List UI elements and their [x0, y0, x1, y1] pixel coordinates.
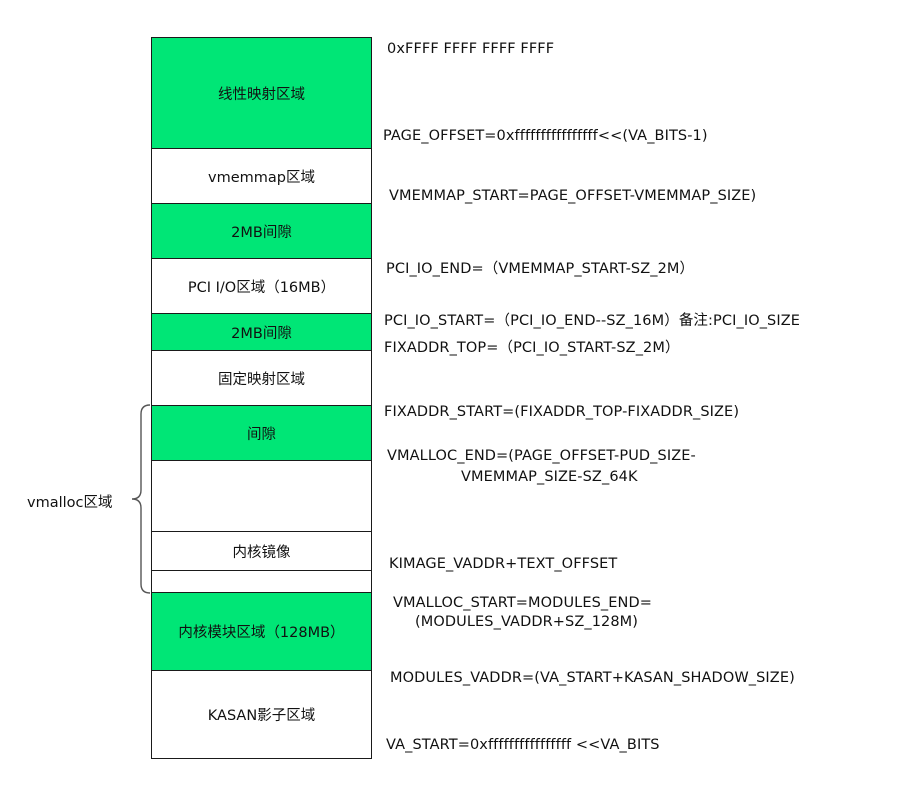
- memory-layout-stack: 线性映射区域 vmemmap区域 2MB间隙 PCI I/O区域（16MB） 2…: [151, 37, 372, 759]
- region-label: 2MB间隙: [231, 224, 292, 241]
- region-fixed-map: 固定映射区域: [152, 351, 371, 406]
- region-label: 2MB间隙: [231, 325, 292, 342]
- annotation-pci-io-start: PCI_IO_START=（PCI_IO_END--SZ_16M）备注:PCI_…: [384, 313, 801, 329]
- vmalloc-region-label: vmalloc区域: [27, 495, 113, 511]
- vmalloc-brace: [131, 404, 151, 594]
- annotation-vmalloc-end-cont: VMEMMAP_SIZE-SZ_64K: [461, 469, 638, 485]
- annotation-vmemmap-start: VMEMMAP_START=PAGE_OFFSET-VMEMMAP_SIZE): [389, 188, 757, 204]
- region-label: vmemmap区域: [208, 169, 315, 186]
- annotation-top-address: 0xFFFF FFFF FFFF FFFF: [387, 41, 555, 57]
- region-linear-map: 线性映射区域: [152, 38, 371, 149]
- region-label: KASAN影子区域: [207, 708, 316, 724]
- region-label: PCI I/O区域（16MB）: [187, 279, 336, 296]
- annotation-va-start: VA_START=0xffffffffffffffff <<VA_BITS: [386, 737, 660, 753]
- annotation-kimage-vaddr: KIMAGE_VADDR+TEXT_OFFSET: [389, 556, 618, 572]
- annotation-fixaddr-start: FIXADDR_START=(FIXADDR_TOP-FIXADDR_SIZE): [384, 404, 740, 420]
- annotation-vmalloc-start-cont: (MODULES_VADDR+SZ_128M): [415, 614, 639, 630]
- region-vmalloc-bottom: [152, 571, 371, 593]
- region-kernel-image: 内核镜像: [152, 532, 371, 571]
- region-gap-2mb-lower: 2MB间隙: [152, 314, 371, 351]
- region-kernel-modules: 内核模块区域（128MB）: [152, 593, 371, 671]
- annotation-modules-vaddr: MODULES_VADDR=(VA_START+KASAN_SHADOW_SIZ…: [390, 670, 795, 686]
- annotation-vmalloc-start: VMALLOC_START=MODULES_END=: [393, 595, 652, 611]
- region-label: 内核镜像: [232, 544, 291, 561]
- region-gap-2mb-upper: 2MB间隙: [152, 204, 371, 259]
- region-kasan-shadow: KASAN影子区域: [152, 671, 371, 758]
- region-pci-io: PCI I/O区域（16MB）: [152, 259, 371, 314]
- annotation-page-offset: PAGE_OFFSET=0xffffffffffffffff<<(VA_BITS…: [383, 128, 708, 144]
- annotation-fixaddr-top: FIXADDR_TOP=（PCI_IO_START-SZ_2M）: [384, 340, 680, 356]
- region-vmalloc-blank: [152, 461, 371, 532]
- region-gap: 间隙: [152, 406, 371, 461]
- region-label: 内核模块区域（128MB）: [178, 625, 345, 641]
- annotation-vmalloc-end: VMALLOC_END=(PAGE_OFFSET-PUD_SIZE-: [387, 448, 696, 464]
- annotation-pci-io-end: PCI_IO_END=（VMEMMAP_START-SZ_2M）: [386, 261, 695, 277]
- region-label: 间隙: [247, 426, 276, 443]
- region-label: 固定映射区域: [218, 371, 305, 388]
- region-label: 线性映射区域: [218, 86, 305, 103]
- region-vmemmap: vmemmap区域: [152, 149, 371, 204]
